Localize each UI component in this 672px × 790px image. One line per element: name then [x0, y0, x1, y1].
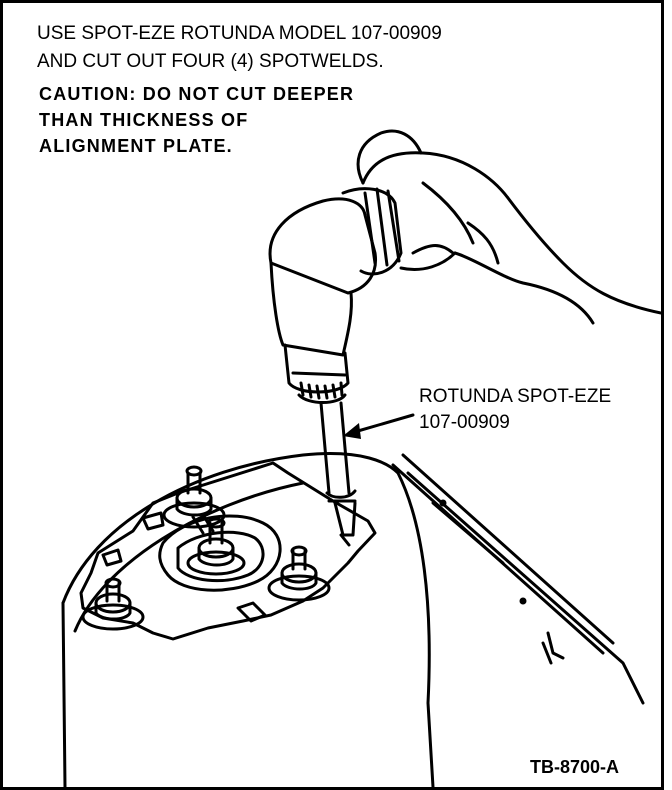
arrowhead — [343, 423, 361, 439]
instruction-line-2: AND CUT OUT FOUR (4) SPOTWELDS. — [37, 51, 384, 72]
caution-line-1: CAUTION: DO NOT CUT DEEPER — [39, 84, 355, 104]
technical-illustration — [61, 129, 661, 787]
spotweld-studs — [81, 465, 331, 631]
callout-arrow — [349, 413, 415, 435]
caution-line-3: ALIGNMENT PLATE. — [39, 136, 233, 156]
alignment-plate — [79, 461, 377, 641]
spot-eze-drill — [268, 187, 403, 547]
callout-label-number: 107-00909 — [419, 412, 510, 433]
callout-label-name: ROTUNDA SPOT-EZE — [419, 386, 612, 407]
instruction-line-1: USE SPOT-EZE ROTUNDA MODEL 107-00909 — [37, 23, 442, 44]
housing-body — [61, 452, 645, 787]
hand — [356, 129, 661, 325]
caution-line-2: THAN THICKNESS OF — [39, 110, 249, 130]
figure-code: TB-8700-A — [530, 757, 620, 777]
